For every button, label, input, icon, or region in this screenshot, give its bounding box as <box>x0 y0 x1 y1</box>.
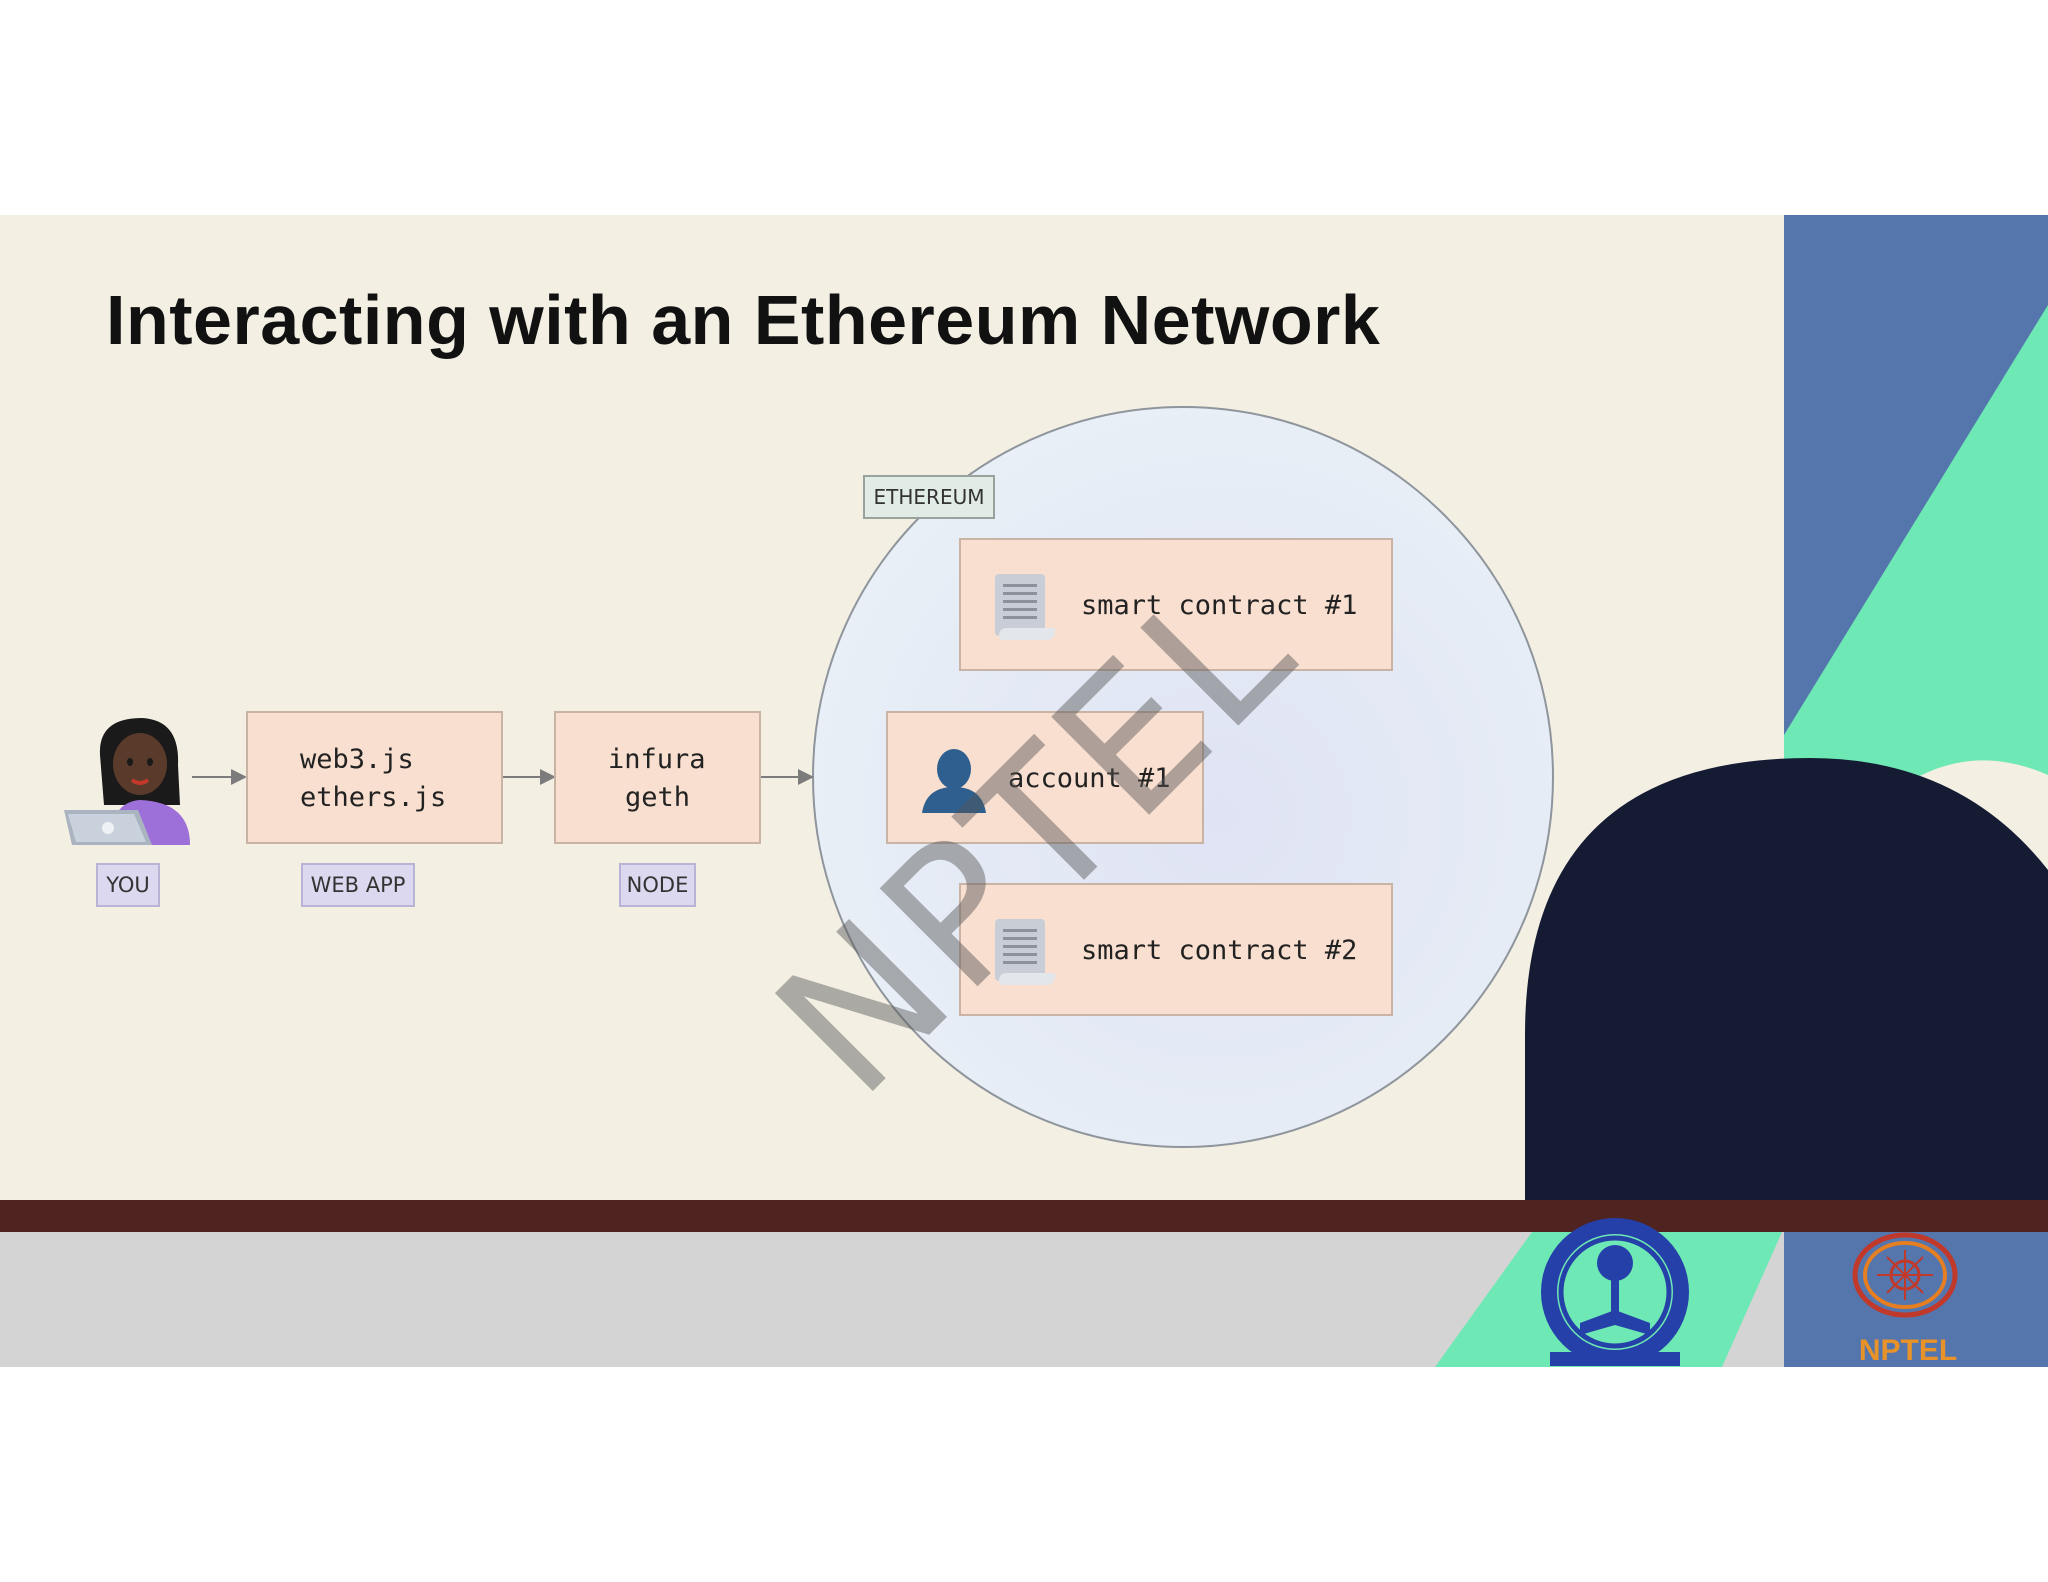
node-box: infura geth <box>554 711 761 844</box>
decorative-shapes <box>1525 215 2048 1200</box>
document-scroll-icon <box>995 574 1056 640</box>
smart-contract-2-box: smart contract #2 <box>959 883 1393 1016</box>
footer-decoration: NPTEL <box>1435 1218 2048 1367</box>
web-app-line-1: web3.js <box>300 744 414 775</box>
node-line-1: infura <box>608 744 706 775</box>
smart-contract-1-label: smart contract #1 <box>1081 590 1358 621</box>
smart-contract-1-box: smart contract #1 <box>959 538 1393 671</box>
web-app-box: web3.js ethers.js <box>246 711 503 844</box>
institute-logo-icon <box>1541 1218 1689 1366</box>
web-app-line-2: ethers.js <box>300 782 447 813</box>
node-line-2: geth <box>625 782 691 813</box>
account-1-label: account #1 <box>1008 763 1171 794</box>
account-1-box: account #1 <box>886 711 1204 844</box>
ethereum-tag: ETHEREUM <box>863 475 995 519</box>
document-scroll-icon <box>995 919 1056 985</box>
person-laptop-icon <box>64 718 190 845</box>
smart-contract-2-label: smart contract #2 <box>1081 935 1358 966</box>
nptel-logo-icon <box>1852 1232 1958 1318</box>
web-app-tag: WEB APP <box>301 863 415 907</box>
slide: Interacting with an Ethereum Network YOU <box>0 215 2048 1367</box>
you-tag: YOU <box>96 863 160 907</box>
footer-brown-bar <box>0 1200 2048 1232</box>
nptel-logo-text: NPTEL <box>1859 1334 1957 1367</box>
user-silhouette-icon <box>922 749 986 813</box>
deco-navy-arch <box>1525 758 2048 1200</box>
node-tag: NODE <box>619 863 696 907</box>
footer-blue-panel <box>1784 1232 2048 1367</box>
slide-title: Interacting with an Ethereum Network <box>106 281 1381 359</box>
